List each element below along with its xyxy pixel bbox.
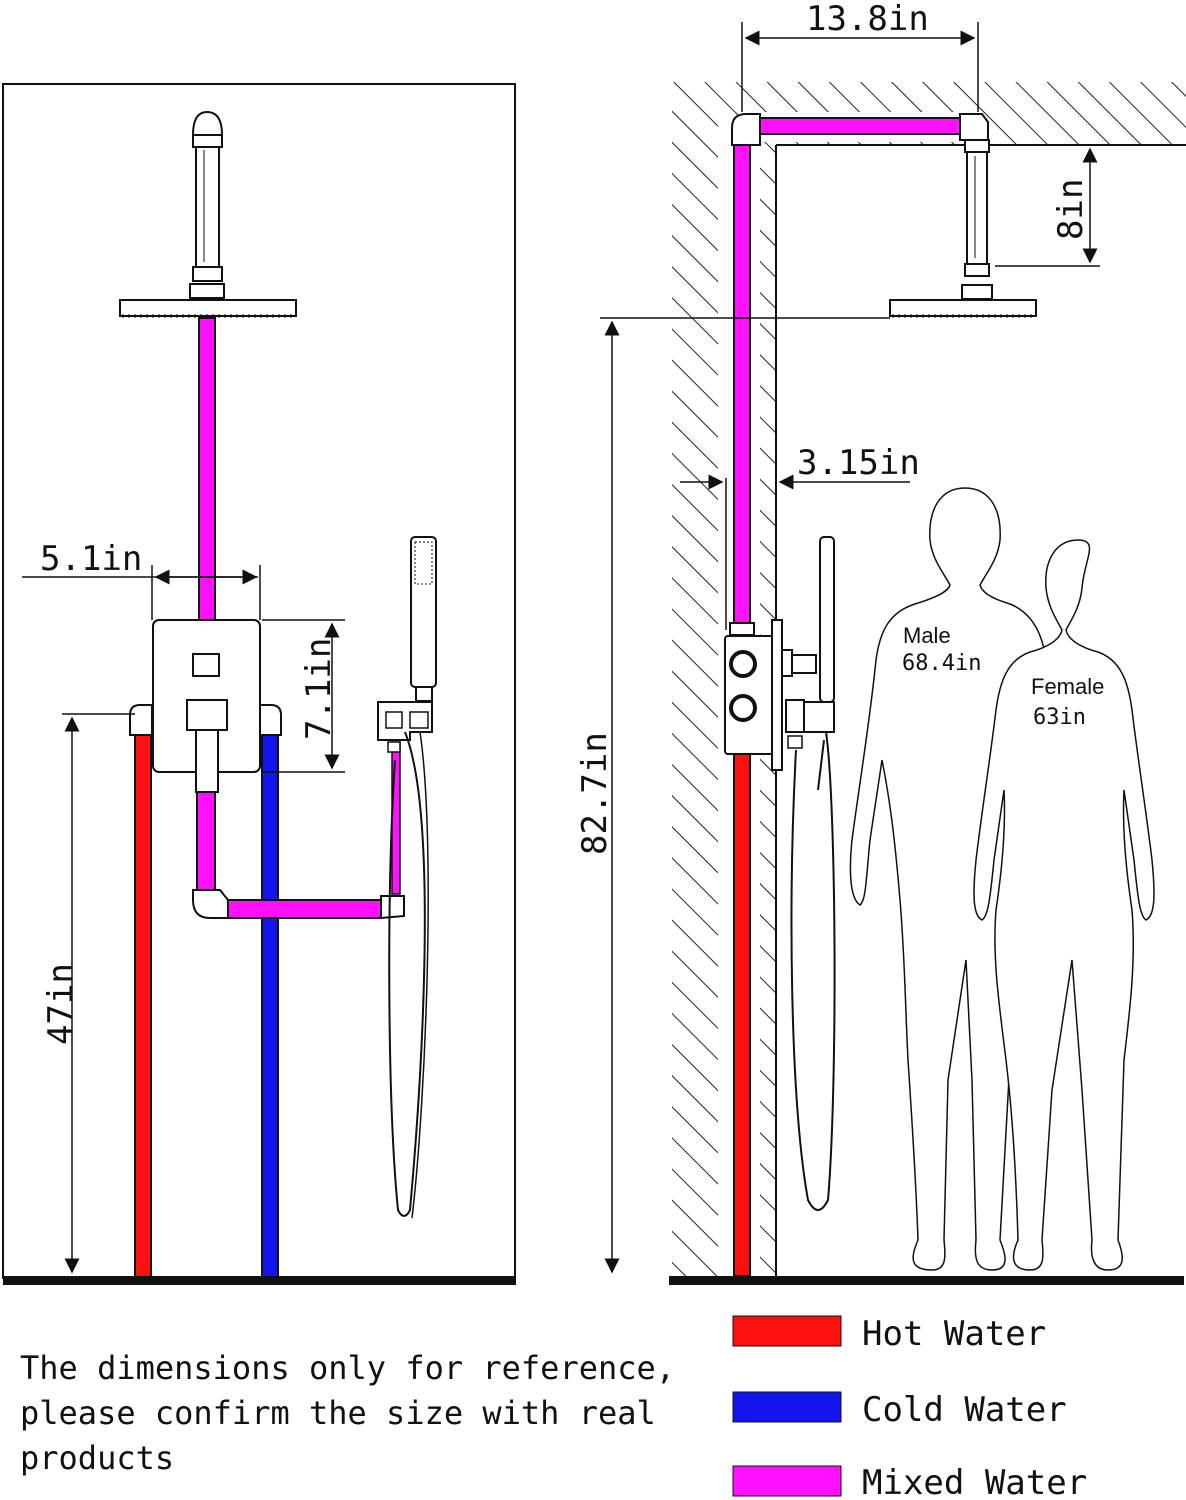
- diverter-button: [192, 653, 220, 677]
- hot-pipe-front: [134, 734, 152, 1278]
- dim-mixer-width: [22, 565, 261, 620]
- legend-swatch-cold: [732, 1391, 842, 1423]
- hand-shower-front: [377, 536, 437, 1219]
- valve-trim-plate: [152, 619, 261, 793]
- rain-shower-head-front: [119, 299, 297, 318]
- dim-wall-offset: [680, 474, 910, 630]
- legend-swatch-hot: [732, 1315, 842, 1347]
- ceiling-elbow-right: [959, 113, 989, 141]
- reference-note: The dimensions only for reference, pleas…: [20, 1349, 676, 1477]
- legend-label-mixed: Mixed Water: [862, 1463, 1087, 1500]
- dim-arm-drop: [995, 147, 1100, 267]
- hot-inlet-fitting: [129, 704, 153, 736]
- legend: Hot Water Cold Water Mixed Water: [732, 1314, 1087, 1500]
- side-view: 13.8in 8in 82.7in 3.15in Male 68.4in Fe: [575, 0, 1186, 1285]
- dim-wall-offset-label: 3.15in: [797, 443, 920, 483]
- dim-mixer-height-label: 7.1in: [299, 638, 339, 740]
- legend-label-hot: Hot Water: [862, 1314, 1046, 1354]
- dim-mixer-from-floor: [62, 713, 135, 1274]
- dim-mixer-height: [262, 619, 345, 773]
- dim-arm-drop-label: 8in: [1051, 179, 1091, 240]
- dim-mixer-width-label: 5.1in: [40, 539, 142, 579]
- dim-arm-length-label: 13.8in: [806, 0, 929, 39]
- valve-handle: [186, 699, 228, 731]
- male-height: 68.4in: [902, 651, 981, 676]
- elbow-left: [192, 889, 229, 919]
- mixed-pipe-wall: [733, 144, 751, 624]
- mixed-pipe-top: [198, 317, 216, 621]
- cold-pipe-front: [261, 734, 279, 1278]
- hose-front: [388, 731, 426, 1217]
- dim-head-height: [600, 317, 890, 1274]
- trim-plate-edge: [771, 619, 783, 771]
- legend-swatch-mixed: [732, 1465, 842, 1497]
- hand-shower-side: [785, 536, 836, 1211]
- floor-line-side: [669, 1276, 1184, 1285]
- hose-side: [790, 731, 836, 1211]
- elbow-right: [380, 895, 405, 920]
- female-height: 63in: [1033, 705, 1086, 730]
- dim-head-height-label: 82.7in: [575, 732, 615, 855]
- hot-pipe-side: [733, 751, 751, 1277]
- mixed-pipe-ceiling: [759, 117, 961, 135]
- front-view: 5.1in 7.1in 47in: [2, 83, 516, 1285]
- mixed-pipe-handshower: [391, 741, 401, 895]
- dim-mixer-from-floor-label: 47in: [41, 963, 81, 1045]
- dim-arm-length: [741, 22, 979, 112]
- rain-shower-head-side: [889, 299, 1037, 318]
- female-figure: [973, 539, 1155, 1271]
- floor-line: [3, 1276, 516, 1285]
- mixed-pipe-down: [196, 791, 216, 897]
- shower-arm-front: [189, 110, 225, 299]
- mixed-pipe-horizontal: [220, 899, 382, 919]
- female-label: Female: [1031, 674, 1104, 699]
- ceiling-elbow-left: [731, 113, 761, 146]
- valve-body-side: [724, 619, 817, 771]
- male-label: Male: [903, 623, 951, 648]
- shower-arm-side: [961, 139, 993, 300]
- legend-label-cold: Cold Water: [862, 1390, 1067, 1430]
- cold-inlet-fitting: [259, 704, 282, 736]
